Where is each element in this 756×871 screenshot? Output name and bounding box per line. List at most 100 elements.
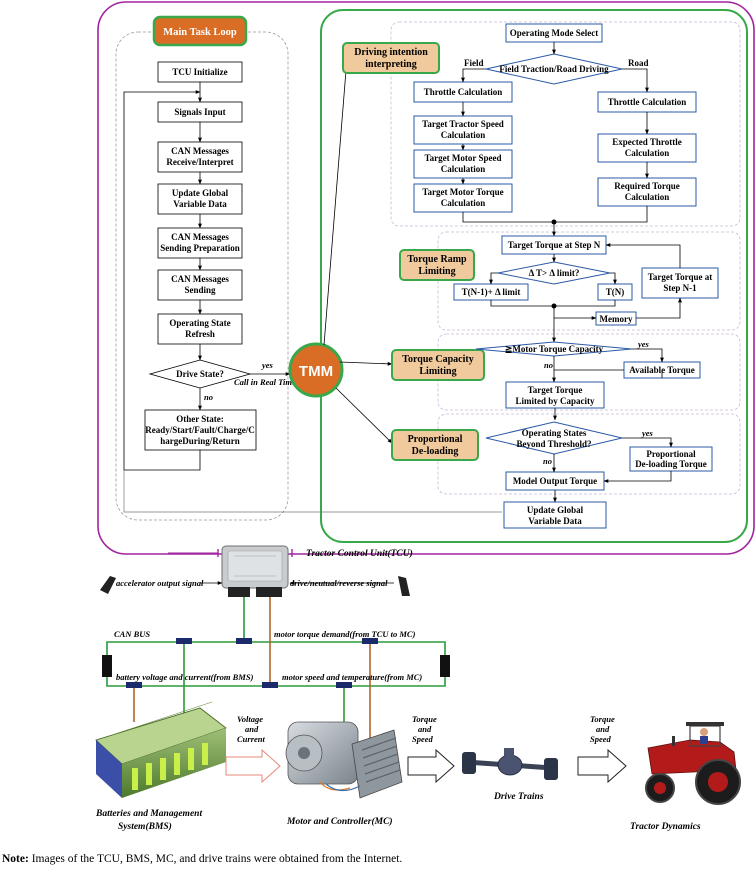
torque-speed-1-a: Torque (412, 714, 437, 724)
motor-torque-label-1: Target Motor Torque (422, 187, 503, 197)
delta-label: Δ T> Δ limit? (529, 268, 580, 278)
operating-mode-label: Operating Mode Select (510, 28, 598, 38)
driving-intention-connectors (461, 42, 649, 237)
other-state-box (144, 409, 257, 451)
drive-state-no: no (204, 392, 213, 402)
motor-speed-box (413, 149, 513, 179)
torque-capacity-tag (391, 349, 485, 381)
threshold-label-2: Beyond Threshold? (517, 439, 592, 449)
required-torque-label-1: Required Torque (614, 181, 679, 191)
can-prep-box (157, 227, 243, 259)
bms-label-2: System(BMS) (118, 821, 172, 832)
state-refresh-label-1: Operating State (169, 318, 230, 328)
deloading-label-2: De-loading Torque (635, 459, 707, 469)
tractor-speed-label-2: Calculation (441, 130, 486, 140)
deloading-box (629, 446, 713, 472)
other-state-label-1: Other State: (176, 414, 224, 424)
threshold-yes: yes (641, 428, 654, 438)
motor-controller-image (285, 721, 403, 799)
signals-input-label: Signals Input (174, 107, 225, 117)
proportional-tag (391, 429, 479, 461)
can-prep-label-2: Sending Preparation (160, 243, 240, 253)
motor-demand-label: motor torque demand(from TCU to MC) (274, 629, 416, 639)
accelerator-pedal-icon (100, 576, 116, 594)
can-bus-lines (102, 597, 450, 745)
proportional-tag-1: Proportional (408, 434, 463, 445)
can-prep-label-1: CAN Messages (171, 232, 229, 242)
voltage-current-1: Voltage (237, 714, 263, 724)
main-loop-title-box (152, 15, 248, 47)
threshold-diamond (485, 421, 623, 455)
field-road-label: Field Traction/Road Driving (499, 64, 609, 74)
capacity-label: ≧Motor Torque Capacity (505, 344, 604, 354)
can-receive-label-2: Receive/Interpret (166, 157, 233, 167)
limited-capacity-label-2: Limited by Capacity (515, 396, 595, 406)
torque-capacity-tag-2: Limiting (419, 366, 456, 377)
voltage-current-3: Current (237, 734, 266, 744)
motor-speed-label-1: Target Motor Speed (425, 153, 502, 163)
bms-label-1: Batteries and Management (95, 809, 202, 819)
drive-trains-label: Drive Trains (493, 792, 544, 802)
tractor-dynamics-label: Tractor Dynamics (630, 822, 701, 832)
drive-train-image (462, 748, 558, 780)
motor-torque-label-2: Calculation (441, 198, 486, 208)
update-global-box (157, 183, 243, 215)
delta-diamond (497, 261, 611, 285)
main-loop-connectors (123, 82, 502, 513)
can-bus-label: CAN BUS (114, 629, 150, 639)
note-text: Images of the TCU, BMS, MC, and drive tr… (28, 853, 403, 865)
torque-ramp-tag-1: Torque Ramp (407, 254, 467, 265)
available-torque-label: Available Torque (629, 365, 694, 375)
tmm-circle (288, 342, 344, 398)
voltage-current-2: and (245, 724, 259, 734)
road-label: Road (628, 58, 649, 68)
motor-speed-label-2: Calculation (441, 164, 486, 174)
model-output-label: Model Output Torque (513, 476, 597, 486)
main-loop-title: Main Task Loop (163, 27, 237, 38)
can-sending-label-2: Sending (184, 285, 216, 295)
update-global-tmm-box (503, 501, 607, 529)
motor-speed-temp-label: motor speed and temperature(from MC) (282, 672, 422, 682)
torque-ramp-connectors (489, 243, 682, 343)
torque-capacity-connectors (552, 348, 664, 421)
accelerator-label: accelerator output signal (116, 578, 204, 588)
field-road-diamond (485, 53, 623, 85)
throttle-road-label: Throttle Calculation (608, 97, 687, 107)
tractor-speed-label-1: Target Tractor Speed (422, 119, 504, 129)
drive-state-label: Drive State? (176, 369, 224, 379)
deloading-label-1: Proportional (646, 449, 696, 459)
required-torque-label-2: Calculation (625, 192, 670, 202)
mc-label: Motor and Controller(MC) (286, 816, 393, 827)
other-state-label-3: hargeDuring/Return (160, 436, 240, 446)
threshold-label-1: Operating States (522, 428, 587, 438)
capacity-yes: yes (637, 339, 650, 349)
expected-throttle-label-2: Calculation (625, 148, 670, 158)
tmm-connectors (323, 57, 393, 444)
other-state-label-2: Ready/Start/Fault/Charge/C (145, 425, 255, 435)
update-global-tmm-label-2: Variable Data (528, 516, 582, 526)
call-realtime-label: Call in Real Time (234, 377, 296, 387)
can-receive-box (157, 141, 243, 173)
target-step-n-label: Target Torque at Step N (508, 240, 601, 250)
proportional-tag-2: De-loading (412, 446, 459, 457)
torque-speed-2-c: Speed (590, 734, 612, 744)
target-step-n1-label-1: Target Torque at (648, 272, 713, 282)
torque-speed-1-c: Speed (412, 734, 434, 744)
torque-capacity-tag-1: Torque Capacity (402, 354, 473, 365)
update-global-tmm-label-1: Update Global (527, 505, 584, 515)
driving-intention-tag-1: Driving intention (354, 47, 428, 58)
note-prefix: Note: (2, 853, 29, 865)
voltage-current-arrow (225, 748, 281, 784)
torque-ramp-tag-2: Limiting (418, 266, 455, 277)
threshold-no: no (543, 456, 552, 466)
update-global-label-2: Variable Data (173, 199, 227, 209)
outer-frame (97, 1, 755, 555)
tractor-speed-box (413, 115, 513, 145)
can-sending-box (157, 269, 243, 301)
tmm-label: TMM (299, 363, 333, 380)
gear-lever-icon (398, 576, 410, 596)
tcu-image (221, 545, 289, 597)
image-note: Note: Images of the TCU, BMS, MC, and dr… (2, 853, 402, 865)
target-step-n1-label-2: Step N-1 (663, 283, 697, 293)
